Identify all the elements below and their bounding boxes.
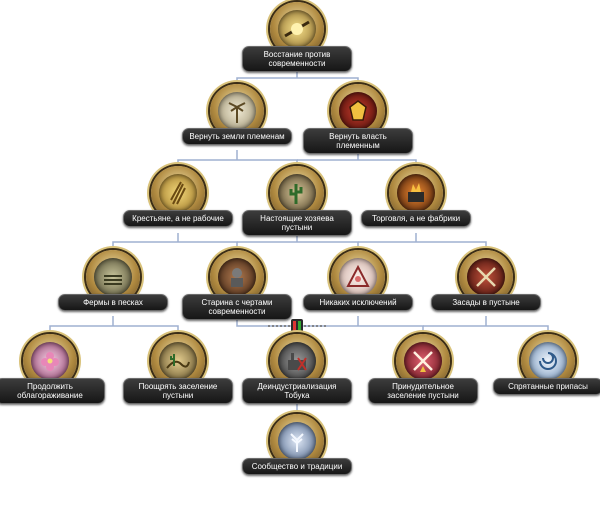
connector-return-power: [297, 150, 417, 168]
focus-forced-settlement[interactable]: Принудительное заселение пустыни: [368, 334, 478, 430]
focus-label: Вернуть власть племенным: [303, 128, 413, 154]
connector-ambush: [423, 316, 549, 334]
focus-cultivation[interactable]: Продолжить облагораживание: [0, 334, 105, 430]
connector-trade: [358, 233, 487, 250]
focus-label: Торговля, а не фабрики: [361, 210, 471, 227]
focus-label: Засады в пустыне: [431, 294, 541, 311]
focus-trade[interactable]: Торговля, а не фабрики: [361, 166, 471, 262]
focus-farms[interactable]: Фермы в песках: [58, 250, 168, 346]
focus-label: Восстание против современности: [242, 46, 352, 72]
focus-label: Деиндустриализация Тобука: [242, 378, 352, 404]
mutual-exclusion-icon: [291, 319, 303, 333]
focus-label: Никаких исключений: [303, 294, 413, 311]
focus-settlement[interactable]: Поощрять заселение пустыни: [123, 334, 233, 430]
focus-hidden-supplies[interactable]: Спрятанные припасы: [493, 334, 600, 430]
focus-root[interactable]: Восстание против современности: [242, 2, 352, 98]
focus-return-power[interactable]: Вернуть власть племенным: [303, 84, 413, 180]
focus-label: Настоящие хозяева пустыни: [242, 210, 352, 236]
focus-community[interactable]: Сообщество и традиции: [242, 414, 352, 510]
focus-label: Крестьяне, а не рабочие: [123, 210, 233, 227]
focus-label: Вернуть земли племенам: [182, 128, 292, 145]
connector-root: [236, 70, 359, 86]
focus-no-exceptions[interactable]: Никаких исключений: [303, 250, 413, 346]
focus-deindustrial[interactable]: Деиндустриализация Тобука: [242, 334, 352, 430]
focus-label: Спрятанные припасы: [493, 378, 600, 395]
focus-label: Сообщество и традиции: [242, 458, 352, 475]
focus-label: Старина с чертами современности: [182, 294, 292, 320]
focus-antiquity[interactable]: Старина с чертами современности: [182, 250, 292, 346]
focus-tree-connectors: [49, 70, 549, 416]
focus-label: Фермы в песках: [58, 294, 168, 311]
focus-ambush[interactable]: Засады в пустыне: [431, 250, 541, 346]
connector-farms: [49, 316, 179, 334]
focus-true-masters[interactable]: Настоящие хозяева пустыни: [242, 166, 352, 262]
focus-peasants[interactable]: Крестьяне, а не рабочие: [123, 166, 233, 262]
focus-label: Продолжить облагораживание: [0, 378, 105, 404]
focus-label: Принудительное заселение пустыни: [368, 378, 478, 404]
focus-return-lands[interactable]: Вернуть земли племенам: [182, 84, 292, 180]
focus-label: Поощрять заселение пустыни: [123, 378, 233, 404]
